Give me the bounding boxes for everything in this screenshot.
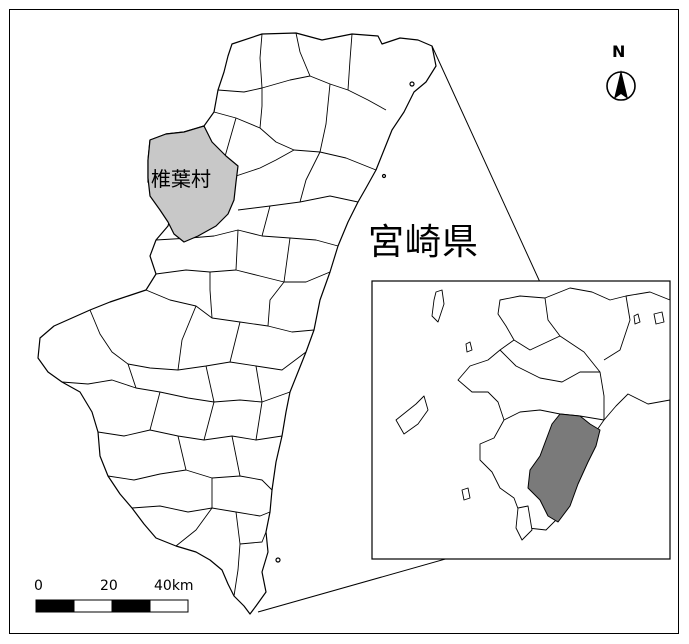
prefecture-outline — [37, 32, 437, 615]
inset-island — [461, 487, 471, 501]
prefecture-map — [37, 32, 437, 615]
scale-bar — [35, 599, 189, 613]
map-frame — [9, 9, 679, 634]
scale-segment-3 — [111, 599, 151, 613]
scale-label-40km: 40km — [154, 578, 194, 594]
islet — [409, 81, 415, 87]
village-label: 椎葉村 — [151, 167, 211, 191]
shiiba-village-area — [147, 125, 239, 243]
scale-label-20: 20 — [100, 578, 118, 594]
scale-segment-2 — [73, 599, 113, 613]
prefecture-label: 宮崎県 — [368, 222, 480, 263]
north-arrow-icon — [606, 70, 636, 101]
scale-label-0: 0 — [34, 578, 43, 594]
inset-map — [371, 280, 671, 560]
inset-island — [465, 341, 473, 353]
islet — [381, 173, 387, 179]
islet — [275, 557, 281, 563]
inset-island — [395, 395, 429, 435]
north-letter: N — [612, 42, 626, 61]
inset-island — [653, 311, 665, 325]
scale-segment-4 — [149, 599, 189, 613]
inset-island — [431, 289, 445, 323]
inset-island — [633, 313, 641, 325]
inset-island — [515, 505, 533, 541]
scale-segment-1 — [35, 599, 75, 613]
miyazaki-inset-area — [527, 413, 601, 523]
